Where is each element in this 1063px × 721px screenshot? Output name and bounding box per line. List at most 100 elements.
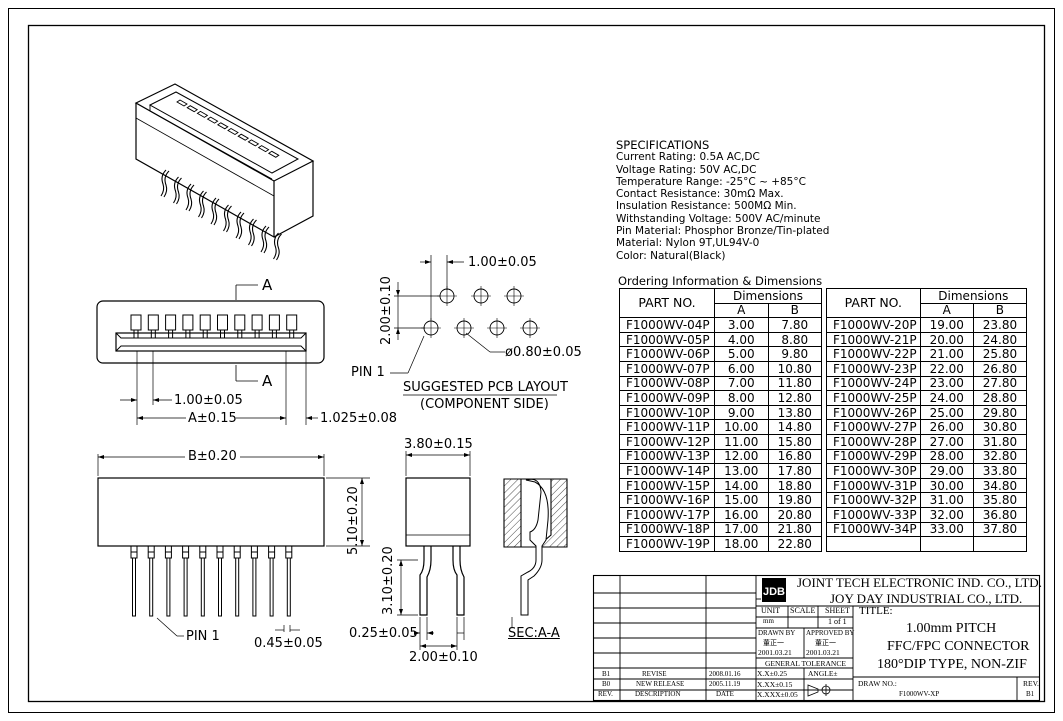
part-no-cell: F1000WV-20P [826, 317, 921, 333]
dim-a-cell: 5.00 [714, 346, 769, 362]
iso-pin-leg [176, 177, 182, 205]
top-view-contact [268, 314, 280, 331]
dim-a-cell: 29.00 [919, 463, 974, 479]
title-block-frame [592, 574, 1041, 702]
pcb-layout-title: SUGGESTED PCB LAYOUT [403, 380, 568, 395]
dim-b-cell: 12.80 [767, 390, 822, 406]
revision-1-rev: B1 [602, 670, 611, 678]
iso-contact [206, 116, 219, 124]
col-a-header: A [919, 302, 974, 319]
angle-symbols [807, 684, 832, 697]
specifications-block: SPECIFICATIONS Current Rating: 0.5A AC,D… [616, 139, 829, 262]
iso-contact [186, 105, 199, 113]
spec-line: Withstanding Voltage: 500V AC/minute [616, 212, 821, 225]
part-no-cell: F1000WV-04P [619, 317, 715, 333]
iso-pin-leg [160, 169, 167, 197]
part-no-cell: F1000WV-21P [826, 331, 921, 348]
date-header: DATE [716, 690, 734, 698]
dim-b-cell: 19.80 [767, 492, 822, 508]
draw-no-label: DRAW NO.: [858, 679, 897, 688]
dimensions-header: Dimensions [714, 288, 822, 304]
dim-b-cell: 8.80 [767, 331, 822, 348]
dim-b-cell: 25.80 [972, 346, 1028, 362]
part-no-cell: F1000WV-23P [826, 360, 921, 377]
top-view-contact [217, 314, 228, 331]
revision-1-date: 2008.01.16 [709, 670, 741, 678]
dim-b-cell: 26.80 [972, 360, 1028, 377]
dim-a-cell: 26.00 [919, 419, 974, 435]
iso-pin-leg [185, 183, 192, 211]
dim-b-cell: 35.80 [972, 492, 1028, 508]
dim-b-cell: 21.80 [767, 521, 822, 538]
part-no-cell: F1000WV-10P [619, 404, 715, 421]
part-no-cell: F1000WV-11P [619, 419, 715, 435]
iso-pin-leg [263, 226, 270, 254]
top-view-contact [165, 314, 177, 331]
pitch-dimension: 1.00±0.05 [174, 393, 243, 408]
pcb-layout-subtitle: (COMPONENT SIDE) [420, 397, 549, 412]
dim-a-cell: 14.00 [714, 477, 769, 494]
dim-a-cell: 21.00 [919, 346, 974, 362]
part-no-cell: F1000WV-29P [826, 448, 921, 465]
section-a-label-top: A [262, 276, 273, 294]
draw-no-value: F1000WV-XP [899, 690, 940, 698]
company-name-1: JOINT TECH ELECTRONIC IND. CO., LTD. [797, 575, 1042, 590]
revision-2-rev: B0 [602, 680, 611, 688]
front-view-pin [200, 557, 205, 617]
title-block: JOINT TECH ELECTRONIC IND. CO., LTD. JOY… [593, 575, 1042, 700]
top-view [96, 284, 325, 425]
iso-contact [227, 127, 239, 136]
dim-b-cell: 37.80 [972, 521, 1028, 538]
pcb-pitch-dimension: 1.00±0.05 [468, 255, 537, 270]
dimension-5-10: 5.10±0.20 [346, 486, 361, 555]
dim-b-cell: 13.80 [767, 404, 822, 421]
revision-2-desc: NEW RELEASE [636, 680, 685, 688]
part-no-cell: F1000WV-17P [619, 506, 715, 523]
pcb-hole-dimension: ø0.80±0.05 [505, 345, 582, 360]
dim-a-cell: 18.00 [714, 536, 769, 552]
part-no-cell: F1000WV-18P [619, 521, 715, 538]
dim-b-cell: 15.80 [767, 433, 822, 450]
section-aa-label: SEC:A-A [508, 626, 560, 641]
dim-b-cell: 32.80 [972, 448, 1028, 465]
dim-b-cell: 28.80 [972, 390, 1028, 406]
sheet-value: 1 of 1 [828, 617, 847, 626]
company-logo: JDB [762, 578, 786, 602]
part-no-cell: F1000WV-09P [619, 390, 715, 406]
scale-label: SCALE [790, 606, 816, 615]
unit-value: mm [763, 617, 774, 625]
part-no-cell: F1000WV-13P [619, 448, 715, 465]
pcb-layout [390, 255, 557, 396]
tolerance-2: X.XX±0.15 [757, 680, 793, 689]
spec-line: Voltage Rating: 50V AC,DC [616, 163, 757, 176]
approved-by-label: APPROVED BY [806, 629, 855, 637]
part-no-cell: F1000WV-14P [619, 463, 715, 479]
side-view [397, 451, 471, 650]
part-no-cell: F1000WV-32P [826, 492, 921, 508]
dim-b-cell: 14.80 [767, 419, 822, 435]
part-no-header: PART NO. [619, 287, 715, 319]
part-no-cell: F1000WV-12P [619, 433, 715, 450]
iso-pin-leg [188, 184, 195, 212]
iso-contact [176, 99, 188, 107]
dim-a-cell: 7.00 [714, 375, 769, 392]
isometric-view [134, 83, 315, 261]
general-tolerance: GENERAL TOLERANCE [765, 659, 846, 668]
col-a-header: A [714, 302, 769, 319]
dim-a-cell [919, 536, 974, 552]
part-no-header: PART NO. [826, 287, 921, 319]
